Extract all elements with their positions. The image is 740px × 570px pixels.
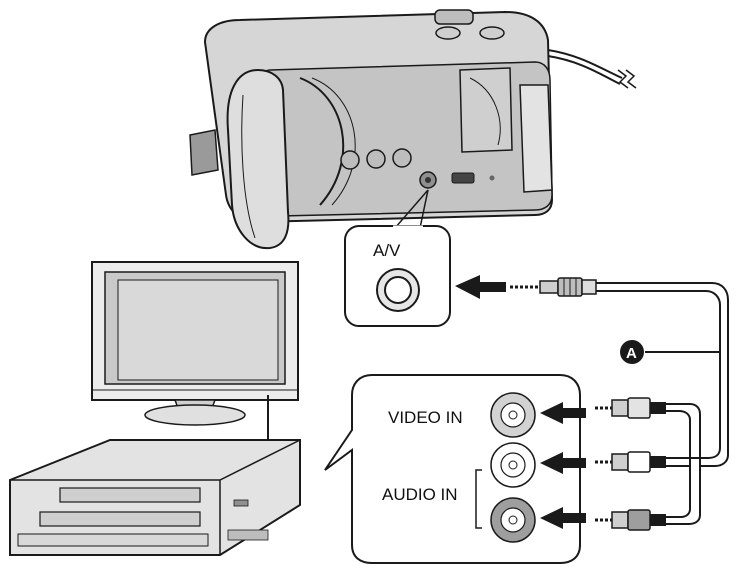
arrow-right-icon (540, 507, 586, 529)
arrow-right-icon (540, 452, 586, 474)
av-port-callout: A/V (344, 189, 451, 327)
video-in-label: VIDEO IN (388, 408, 463, 427)
audio-in-red-jack-icon (490, 497, 536, 543)
av-cable-icon (596, 282, 729, 525)
audio-white-rca-plug-icon (595, 451, 666, 473)
tv-icon (91, 261, 299, 452)
video-rca-plug-icon (595, 397, 666, 419)
input-panel-callout: VIDEO IN AUDIO IN (324, 374, 581, 564)
av-plug-icon (510, 277, 597, 297)
callout-a-label: A (626, 345, 637, 362)
arrow-right-icon (540, 402, 586, 424)
audio-red-rca-plug-icon (595, 509, 666, 531)
audio-in-white-jack-icon (490, 442, 536, 488)
video-in-jack-icon (490, 392, 536, 438)
audio-in-label: AUDIO IN (382, 485, 458, 504)
recorder-icon (9, 439, 301, 556)
camcorder-icon (189, 9, 637, 250)
callout-a: A (620, 340, 720, 364)
av-port-label: A/V (373, 241, 401, 260)
arrow-right-icon (455, 275, 506, 299)
